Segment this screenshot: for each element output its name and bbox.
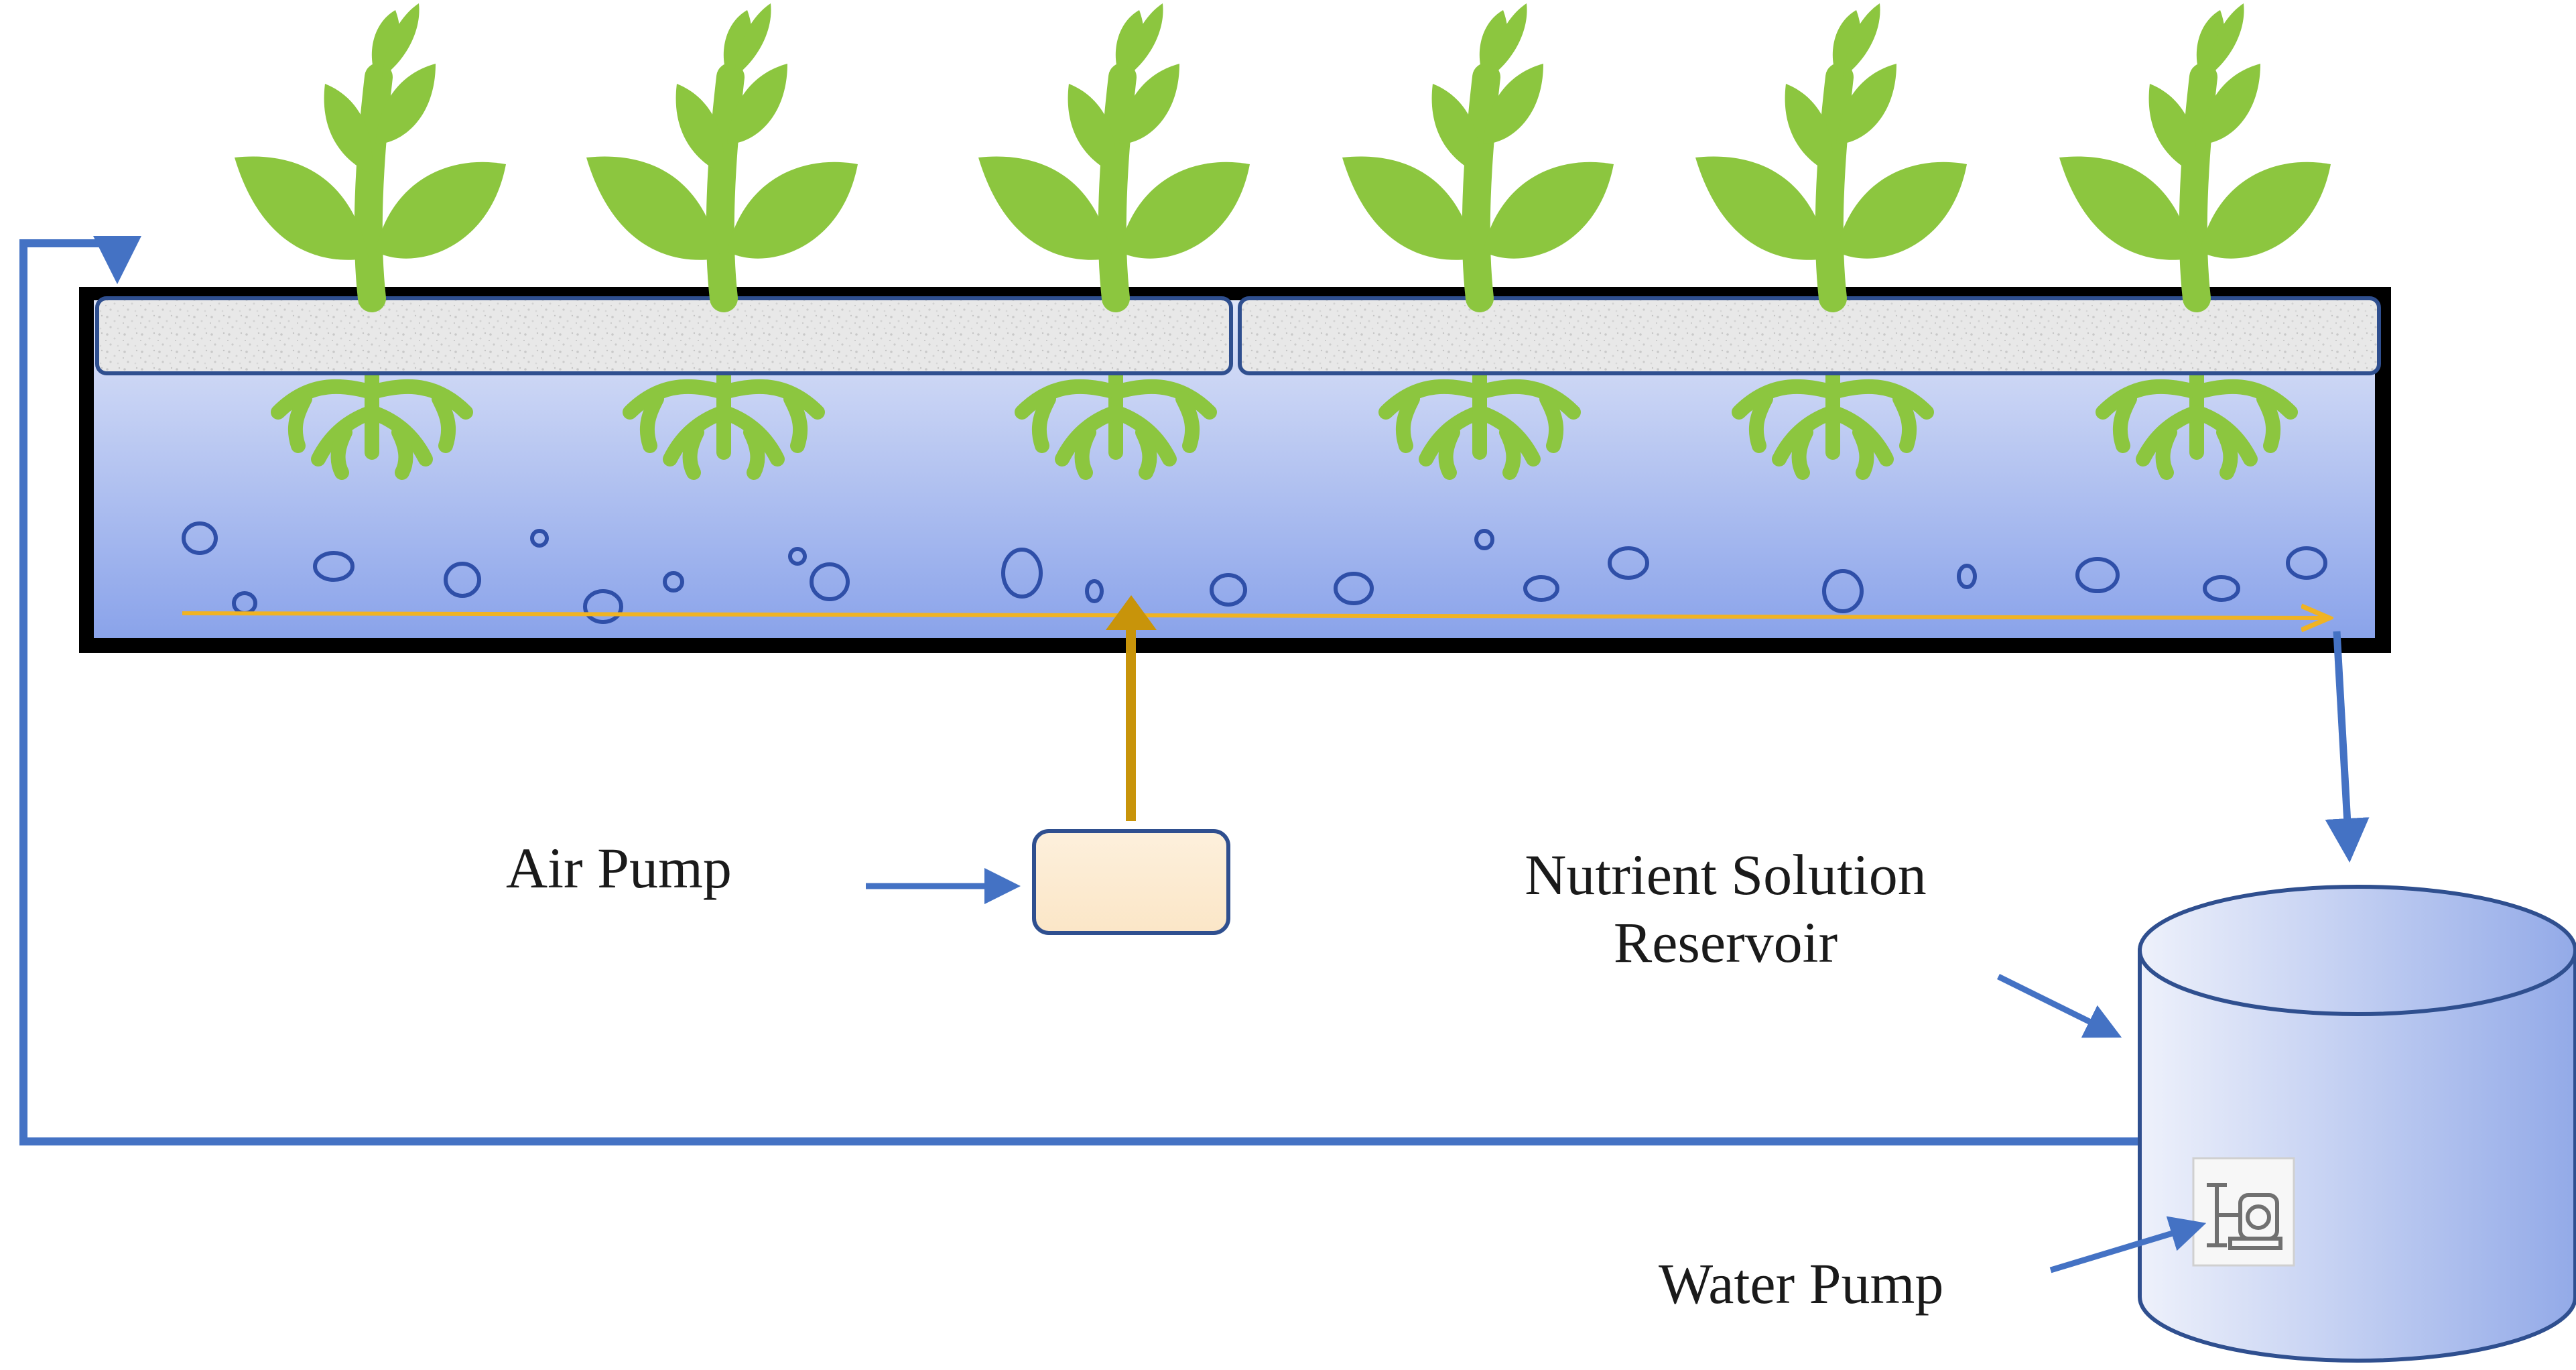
bubble-icon (1822, 569, 1864, 613)
bubble-icon (1334, 572, 1374, 605)
bubble-icon (1957, 564, 1977, 589)
bubble-icon (313, 551, 355, 582)
air-pump-label: Air Pump (506, 836, 732, 900)
bubble-icon (444, 562, 481, 598)
water-pump-icon (2193, 1158, 2294, 1265)
bubble-icon (663, 571, 684, 593)
bubble-icon (530, 529, 549, 548)
grow-board-right (1238, 296, 2381, 375)
air-pump-box (1032, 829, 1230, 935)
bubble-icon (1001, 548, 1043, 599)
reservoir-cylinder (2138, 885, 2576, 1363)
bubble-icon (2286, 546, 2327, 580)
plant-icon (235, 3, 506, 298)
bubble-icon (810, 562, 850, 601)
return-pipe (19, 236, 2165, 1145)
plant-icon (1695, 3, 1967, 298)
reservoir-pointer (1997, 973, 2122, 1038)
water-pump-label: Water Pump (1659, 1251, 1944, 1316)
air-feed-arrow (1106, 595, 1157, 821)
bubble-icon (2203, 575, 2240, 602)
drain-pipe (2325, 631, 2370, 863)
plants (235, 3, 2331, 298)
reservoir-label: Nutrient Solution Reservoir (1491, 841, 1960, 977)
air-line (182, 613, 2325, 618)
grow-boards (95, 296, 2381, 375)
bubble-icon (1474, 529, 1494, 550)
bubble-icon (1210, 573, 1247, 607)
plant-icon (586, 3, 858, 298)
plant-icon (978, 3, 1250, 298)
bubble-icon (1608, 546, 1649, 580)
bubble-icon (1523, 575, 1559, 602)
grow-board-left (95, 296, 1233, 375)
bubble-icon (2075, 557, 2120, 593)
plant-icon (2059, 3, 2331, 298)
reservoir-label-line2: Reservoir (1613, 910, 1838, 975)
water-pump-pointer (2049, 1216, 2207, 1273)
plant-icon (1342, 3, 1614, 298)
bubble-icon (1085, 579, 1104, 603)
bubble-icon (182, 521, 218, 555)
bubble-icon (583, 589, 623, 624)
air-bubbles (182, 521, 2327, 624)
reservoir-label-line1: Nutrient Solution (1525, 843, 1927, 907)
bubble-icon (788, 547, 807, 566)
